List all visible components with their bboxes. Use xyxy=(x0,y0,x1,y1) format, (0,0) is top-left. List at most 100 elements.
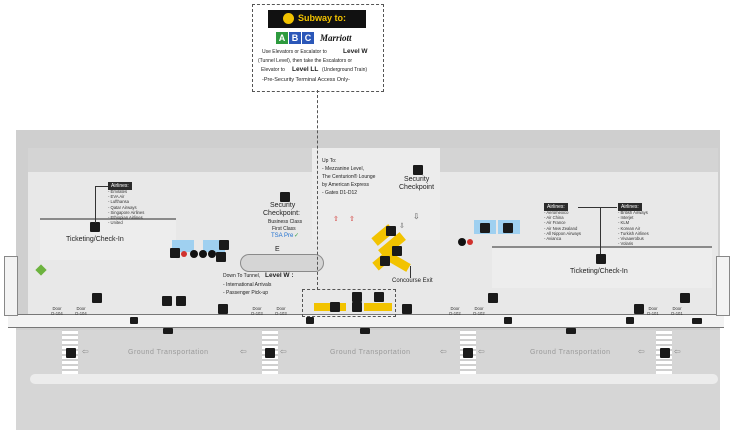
ground-transportation-label: Ground Transportation xyxy=(330,349,411,356)
arrow-down-icon: ⇩ xyxy=(399,223,405,230)
ticketing-label-right: Ticketing/Check-In xyxy=(570,268,628,275)
security-center-title2: Checkpoint: xyxy=(263,210,300,217)
line-badge-b: B xyxy=(289,32,301,44)
arrow-left-icon: ⇦ xyxy=(478,347,485,356)
sign-level-ll: Level LL xyxy=(292,66,319,73)
elevator-letter: E xyxy=(275,246,280,253)
baggage-icon xyxy=(626,317,634,324)
sign-leader-line xyxy=(317,90,318,290)
upto-line2: The Centurion® Lounge xyxy=(322,174,376,180)
car-icon xyxy=(692,318,702,324)
pedestrian-icon xyxy=(463,348,473,358)
down-tunnel-line2: - Passenger Pick-up xyxy=(223,290,269,296)
airlines-header-left: Airlines: xyxy=(108,182,132,190)
airlines-list-left: - Emirates- EVA Air- Lufthansa- Qatar Ai… xyxy=(108,189,145,226)
tunnel-escalator[interactable] xyxy=(364,303,392,311)
left-ticketing-counter-area xyxy=(40,218,176,260)
sign-text-line3-tail: (Underground Train) xyxy=(322,67,368,73)
accessible-icon xyxy=(216,252,226,262)
restroom-icon xyxy=(176,296,186,306)
tunnel-escalator-box xyxy=(302,289,396,317)
leader-line xyxy=(95,186,108,223)
no-entry-icon xyxy=(467,239,473,245)
escalator-icon xyxy=(402,304,412,314)
arrow-left-icon: ⇦ xyxy=(674,347,681,356)
escalator-icon xyxy=(392,246,402,256)
tsa-check-icon: ✓ xyxy=(294,233,300,239)
subway-title: Subway to: xyxy=(298,13,347,23)
sign-note: -Pre-Security Terminal Access Only- xyxy=(262,77,350,83)
center-upper-room xyxy=(312,148,440,240)
info-icon xyxy=(190,250,198,258)
car-icon xyxy=(360,328,370,334)
pedestrian-icon xyxy=(66,348,76,358)
ticket-counter-icon xyxy=(680,293,690,303)
leader-line xyxy=(601,207,617,208)
info-icon xyxy=(199,250,207,258)
airlines-list-right1: - Aeromexico- Air China- Air France- Air… xyxy=(544,210,582,242)
airlines-header-right2: Airlines: xyxy=(618,203,642,211)
curb-strip xyxy=(8,314,724,328)
arrow-up-icon: ⇧ xyxy=(333,216,339,223)
down-tunnel-line1: - International Arrivals xyxy=(223,282,272,288)
marriott-logo: Marriott xyxy=(320,33,352,43)
sign-level-w: Level W xyxy=(343,48,368,55)
escalator-icon xyxy=(330,302,340,312)
pedestrian-icon xyxy=(660,348,670,358)
ticketing-label-left: Ticketing/Check-In xyxy=(66,236,124,243)
ticket-counter-icon xyxy=(90,222,100,232)
atm-icon xyxy=(634,304,644,314)
sign-text-line2: (Tunnel Level), then take the Escalators… xyxy=(258,58,353,64)
baggage-icon xyxy=(130,317,138,324)
ticket-counter-icon xyxy=(596,254,606,264)
arrow-left-icon: ⇦ xyxy=(240,347,247,356)
car-icon xyxy=(163,328,173,334)
leader-line xyxy=(410,266,411,278)
upto-line4: - Gates D1-D12 xyxy=(322,190,358,196)
airlines-list-right2: - British Airways- Interjet- KLM- Korean… xyxy=(618,210,649,247)
concourse-exit-label: Concourse Exit xyxy=(392,278,433,284)
line-badge-c: C xyxy=(302,32,314,44)
road-median xyxy=(30,374,718,384)
info-icon xyxy=(208,250,216,258)
security-right-title2: Checkpoint xyxy=(399,184,435,191)
arrow-left-icon: ⇦ xyxy=(638,347,645,356)
no-entry-icon xyxy=(181,251,187,257)
arrow-down-icon: ⇩ xyxy=(413,212,420,221)
elevator-bay[interactable] xyxy=(240,254,324,272)
arrow-left-icon: ⇦ xyxy=(440,347,447,356)
restroom-icon xyxy=(219,240,229,250)
security-icon xyxy=(413,165,423,175)
sign-text-line3: Elevator to xyxy=(261,67,285,73)
arrow-up-icon: ⇧ xyxy=(349,216,355,223)
upto-line3: by American Express xyxy=(322,182,369,188)
line-badge-a: A xyxy=(276,32,288,44)
security-icon xyxy=(280,192,290,202)
airlines-header-right1: Airlines: xyxy=(544,203,568,211)
elevator-icon xyxy=(386,226,396,236)
elevator-icon xyxy=(352,292,362,302)
side-entrance-left xyxy=(4,256,18,316)
pedestrian-icon xyxy=(265,348,275,358)
car-icon xyxy=(566,328,576,334)
side-entrance-right xyxy=(716,256,730,316)
ground-transportation-label: Ground Transportation xyxy=(530,349,611,356)
security-center-line1: Business Class xyxy=(268,219,303,225)
info-icon xyxy=(458,238,466,246)
ticket-counter-icon xyxy=(92,293,102,303)
elevator-icon xyxy=(374,292,384,302)
subway-icon xyxy=(283,13,294,24)
restroom-icon xyxy=(170,248,180,258)
tsa-pre-label: TSA Pre xyxy=(271,233,294,239)
escalator-icon xyxy=(380,256,390,266)
ticket-counter-icon xyxy=(488,293,498,303)
down-tunnel-label: Down To Tunnel, xyxy=(223,273,261,279)
